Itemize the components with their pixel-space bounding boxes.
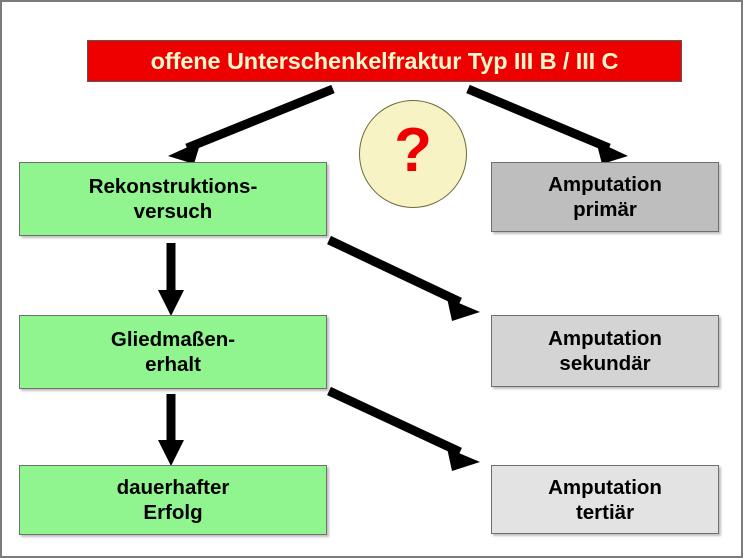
- node-label-line2: tertiär: [575, 500, 635, 524]
- arrow-rekonstruktion-to-gliedmassen: [158, 243, 184, 316]
- node-dauerhafter-erfolg[interactable]: dauerhafter Erfolg: [19, 465, 327, 535]
- node-label-line1: dauerhafter: [116, 476, 230, 499]
- arrow-gliedmassen-to-amputation-tertiaer: [327, 386, 480, 471]
- arrow-title-to-amputation-primaer: [466, 84, 628, 164]
- node-gliedmassenerhalt[interactable]: Gliedmaßen- erhalt: [19, 315, 327, 389]
- node-label-line2: sekundär: [559, 352, 651, 375]
- arrow-rekonstruktion-to-amputation-sekundaer: [327, 235, 480, 321]
- arrow-gliedmassen-to-dauerhaft: [158, 394, 184, 466]
- node-label-line1: Rekonstruktions-: [88, 175, 258, 198]
- node-amputation-primaer[interactable]: Amputation primär: [491, 162, 719, 232]
- node-label-line2: versuch: [133, 200, 213, 223]
- diagram-title-banner: offene Unterschenkelfraktur Typ III B / …: [87, 40, 682, 82]
- node-label-line1: Gliedmaßen-: [110, 328, 236, 351]
- node-label-line2: primär: [573, 198, 637, 221]
- node-amputation-tertiaer[interactable]: Amputation tertiär: [491, 465, 719, 534]
- node-label-line1: Amputation: [548, 327, 662, 350]
- arrow-title-to-rekonstruktion: [168, 84, 335, 164]
- node-rekonstruktionsversuch[interactable]: Rekonstruktions- versuch: [19, 162, 327, 236]
- node-label-line1: Amputation: [548, 173, 662, 196]
- node-label-line2: erhalt: [145, 353, 201, 376]
- decision-question-mark: ?: [359, 100, 467, 208]
- node-label-line2: Erfolg: [143, 501, 203, 524]
- node-amputation-sekundaer[interactable]: Amputation sekundär: [491, 315, 719, 387]
- node-label-line1: Amputation: [548, 475, 662, 499]
